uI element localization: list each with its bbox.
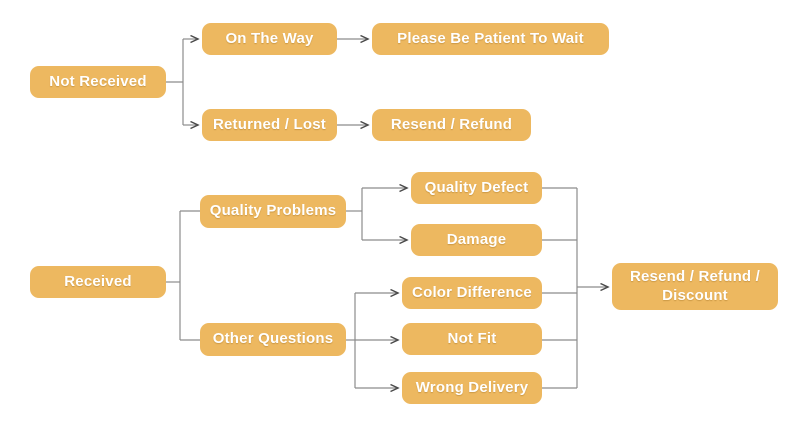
- node-other-questions-label: Other Questions: [212, 330, 334, 348]
- node-other-questions[interactable]: Other Questions: [200, 323, 346, 356]
- node-received[interactable]: Received: [30, 266, 166, 298]
- node-wrong-delivery[interactable]: Wrong Delivery: [402, 372, 542, 404]
- node-damage[interactable]: Damage: [411, 224, 542, 256]
- node-wrong-delivery-label: Wrong Delivery: [415, 378, 529, 396]
- node-resend-refund[interactable]: Resend / Refund: [372, 109, 531, 141]
- node-color-difference-label: Color Difference: [412, 283, 532, 301]
- node-returned-lost[interactable]: Returned / Lost: [202, 109, 337, 141]
- node-please-be-patient-to-wait-label: Please Be Patient To Wait: [397, 29, 584, 47]
- node-received-label: Received: [64, 272, 132, 290]
- node-not-received-label: Not Received: [49, 72, 147, 90]
- node-resend-refund-discount[interactable]: Resend / Refund / Discount: [612, 263, 778, 310]
- node-resend-refund-discount-line1: Resend / Refund /: [629, 267, 761, 285]
- node-please-be-patient-to-wait[interactable]: Please Be Patient To Wait: [372, 23, 609, 55]
- node-returned-lost-label: Returned / Lost: [212, 115, 326, 133]
- node-resend-refund-label: Resend / Refund: [390, 115, 513, 133]
- node-quality-defect[interactable]: Quality Defect: [411, 172, 542, 204]
- node-not-received[interactable]: Not Received: [30, 66, 166, 98]
- node-color-difference[interactable]: Color Difference: [402, 277, 542, 309]
- node-quality-problems[interactable]: Quality Problems: [200, 195, 346, 228]
- node-not-fit-label: Not Fit: [447, 329, 497, 347]
- node-not-fit[interactable]: Not Fit: [402, 323, 542, 355]
- node-on-the-way-label: On The Way: [225, 29, 314, 47]
- node-quality-problems-label: Quality Problems: [209, 202, 337, 220]
- node-quality-defect-label: Quality Defect: [424, 178, 529, 196]
- node-on-the-way[interactable]: On The Way: [202, 23, 337, 55]
- node-damage-label: Damage: [446, 230, 507, 248]
- node-resend-refund-discount-line2: Discount: [662, 286, 728, 304]
